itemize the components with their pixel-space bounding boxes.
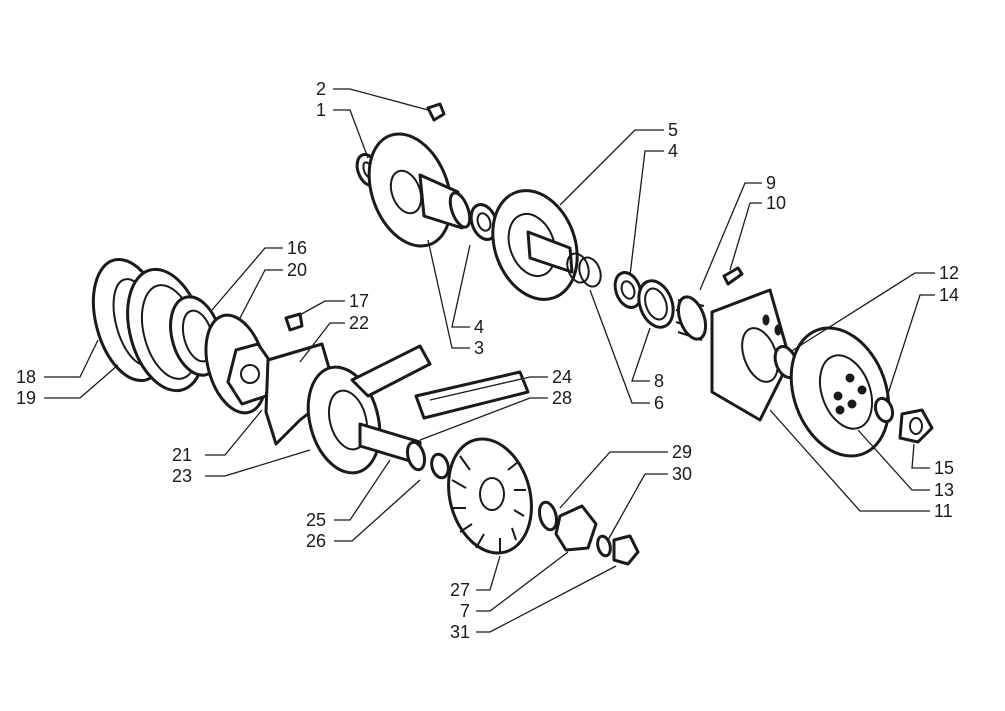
part-5-movable-pulley bbox=[491, 189, 579, 301]
callout-19: 19 bbox=[16, 388, 36, 408]
callout-4-bottom: 4 bbox=[474, 317, 484, 337]
callout-10: 10 bbox=[766, 193, 786, 213]
part-11-clutch-assembly bbox=[710, 288, 792, 422]
callout-16: 16 bbox=[287, 238, 307, 258]
leader-lines bbox=[44, 88, 935, 633]
part-26-bearing-small bbox=[430, 452, 450, 480]
callout-18: 18 bbox=[16, 367, 36, 387]
callout-28: 28 bbox=[552, 388, 572, 408]
part-30-washer bbox=[596, 534, 612, 558]
callout-22: 22 bbox=[349, 313, 369, 333]
callout-17: 17 bbox=[349, 291, 369, 311]
callout-9: 9 bbox=[766, 173, 776, 193]
callout-13: 13 bbox=[934, 480, 954, 500]
part-25-washer bbox=[405, 440, 427, 472]
callout-8: 8 bbox=[654, 371, 664, 391]
callout-5: 5 bbox=[668, 120, 678, 140]
part-9-spring bbox=[675, 295, 708, 341]
callout-3: 3 bbox=[474, 338, 484, 358]
callout-labels: 2 1 5 4 9 10 12 14 16 20 17 22 18 19 4 3… bbox=[16, 79, 959, 642]
callout-23: 23 bbox=[172, 466, 192, 486]
callout-24: 24 bbox=[552, 367, 572, 387]
part-29-collar bbox=[537, 500, 559, 532]
part-4-spacer-middle bbox=[613, 271, 643, 309]
callout-6: 6 bbox=[654, 393, 664, 413]
part-2-key bbox=[426, 102, 446, 122]
part-6-o-rings bbox=[566, 252, 602, 288]
part-13-clutch-bell bbox=[789, 326, 891, 458]
callout-26: 26 bbox=[306, 531, 326, 551]
callout-31: 31 bbox=[450, 622, 470, 642]
part-10-pin bbox=[722, 266, 744, 286]
callout-7: 7 bbox=[460, 601, 470, 621]
callout-29: 29 bbox=[672, 442, 692, 462]
callout-20: 20 bbox=[287, 260, 307, 280]
fixed-pulley-half bbox=[367, 132, 472, 248]
part-31-nut bbox=[612, 534, 640, 566]
callout-11: 11 bbox=[934, 501, 953, 521]
part-8-ring bbox=[637, 279, 675, 329]
callout-2: 2 bbox=[316, 79, 326, 99]
callout-4-top: 4 bbox=[668, 141, 678, 161]
callout-30: 30 bbox=[672, 464, 692, 484]
callout-12: 12 bbox=[939, 263, 959, 283]
part-14-washer bbox=[873, 396, 895, 424]
callout-21: 21 bbox=[172, 445, 192, 465]
part-27-cooling-fan bbox=[447, 437, 533, 555]
callout-14: 14 bbox=[939, 285, 959, 305]
callout-25: 25 bbox=[306, 510, 326, 530]
callout-15: 15 bbox=[934, 458, 954, 478]
part-22-bracket bbox=[264, 342, 338, 446]
part-15-nut bbox=[898, 408, 934, 444]
part-17-clip bbox=[284, 312, 304, 332]
part-7-hub bbox=[554, 504, 598, 552]
part-24-drive-belt bbox=[350, 344, 530, 420]
callout-27: 27 bbox=[450, 580, 470, 600]
callout-1: 1 bbox=[316, 100, 326, 120]
